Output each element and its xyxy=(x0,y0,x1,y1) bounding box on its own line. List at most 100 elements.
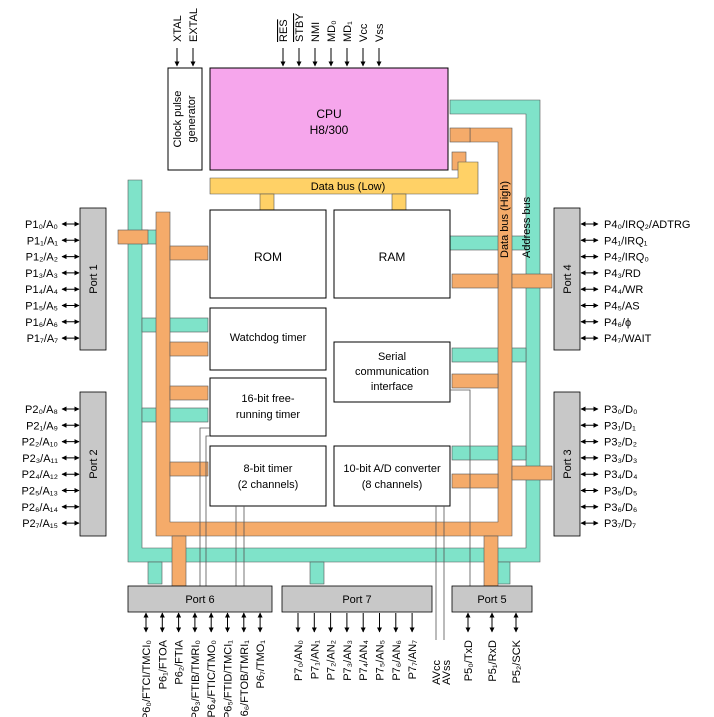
data-bus-low xyxy=(209,161,479,211)
timer8-label-1: 8-bit timer xyxy=(244,463,293,475)
address-bus-label: Address bus xyxy=(521,196,533,258)
port4-pin-label: P4₇/WAIT xyxy=(604,333,652,345)
port4-pin-label: P4₄/WR xyxy=(604,284,643,296)
port1-pin-label: P1₁/A₁ xyxy=(27,235,59,247)
port4-pin-label: P4₁/IRQ₁ xyxy=(604,235,648,247)
port3-pin-label: P3₇/D₇ xyxy=(604,518,636,530)
clock-label-1: Clock pulse xyxy=(172,91,184,148)
internal-wires xyxy=(199,389,471,640)
port6-pin-label: P6₂/FTIA xyxy=(174,639,186,684)
port6-pin-label: P6₁/FTOA xyxy=(157,639,169,689)
data-bus-high xyxy=(117,127,553,587)
stby-label: STBY xyxy=(294,13,306,42)
port7-pin-label: P7₇/AN₇ xyxy=(407,640,419,680)
rom-label: ROM xyxy=(254,250,282,264)
port2-block: Port 2 xyxy=(79,391,107,537)
nmi-label: NMI xyxy=(310,22,322,42)
port7-pin-label: P7₆/AN₆ xyxy=(391,640,403,681)
port7-pin-label: P7₁/AN₁ xyxy=(309,640,321,680)
port6-pin-label: P6₆/FTOB/TMRI₁ xyxy=(239,640,251,717)
adc-block: 10-bit A/D converter (8 channels) xyxy=(333,445,451,507)
port5-label: Port 5 xyxy=(477,594,506,606)
sci-label-1: Serial xyxy=(378,351,406,363)
port3-label: Port 3 xyxy=(562,449,574,478)
port3-pin-label: P3₀/D₀ xyxy=(604,404,638,416)
port1-label: Port 1 xyxy=(88,264,100,293)
port1-block: Port 1 xyxy=(79,207,107,351)
port2-pin-label: P2₅/A₁₃ xyxy=(22,486,58,498)
top-labels: XTAL EXTAL RES STBY NMI MD₀ MD₁ Vcc Vss xyxy=(172,8,386,42)
port6-pin-label: P6₅/FTID/TMCI₁ xyxy=(223,640,235,717)
port7-pin-label: P7₂/AN₂ xyxy=(326,640,338,680)
ram-block: RAM xyxy=(333,209,451,299)
cpu-model: H8/300 xyxy=(310,123,349,137)
res-label: RES xyxy=(278,19,290,42)
cpu-label: CPU xyxy=(316,107,341,121)
port2-pin-label: P2₄/A₁₂ xyxy=(22,469,58,481)
md1-label: MD₁ xyxy=(342,21,354,42)
port5-pin-label: P5₁/RxD xyxy=(487,640,499,682)
port3-pin-label: P3₅/D₅ xyxy=(604,486,637,498)
sci-label-2: communication xyxy=(355,366,429,378)
port6-pin-label: P6₇/TMO₁ xyxy=(255,640,267,689)
port5-pin-label: P5₂/SCK xyxy=(511,639,523,683)
port6-label: Port 6 xyxy=(185,594,214,606)
port3-pin-label: P3₂/D₂ xyxy=(604,437,637,449)
port4-pin-label: P4₃/RD xyxy=(604,268,641,280)
data-bus-high-label: Data bus (High) xyxy=(499,181,511,258)
port2-pin-label: P2₇/A₁₅ xyxy=(22,518,58,530)
port2-pin-label: P2₁/A₉ xyxy=(26,420,58,432)
watchdog-label: Watchdog timer xyxy=(230,332,307,344)
port1-pin-label: P1₄/A₄ xyxy=(25,284,58,296)
port1-pin-label: P1₀/A₀ xyxy=(25,219,58,231)
sci-label-3: interface xyxy=(371,381,413,393)
clock-pulse-generator: Clock pulse generator xyxy=(167,67,203,171)
port6-pin-label: P6₃/FTIB/TMRI₀ xyxy=(190,640,202,717)
port7-pin-label: P7₃/AN₃ xyxy=(342,640,354,681)
port2-pin-label: P2₀/A₈ xyxy=(25,404,58,416)
port4-label: Port 4 xyxy=(562,264,574,293)
port4-pin-label: P4₀/IRQ₂/ADTRG xyxy=(604,219,690,231)
port5-block: Port 5 xyxy=(451,585,533,613)
port2-pin-label: P2₂/A₁₀ xyxy=(22,437,58,449)
xtal-label: XTAL xyxy=(172,15,184,42)
frt-label-2: running timer xyxy=(236,409,301,421)
port7-pin-label: P7₄/AN₄ xyxy=(358,639,370,680)
vss-label: Vss xyxy=(374,23,386,42)
avcc-label: AVcc xyxy=(431,660,443,685)
port4-pin-label: P4₆/ϕ xyxy=(604,317,631,329)
port1-pin-label: P1₂/A₂ xyxy=(26,252,58,264)
cpu-block: CPU H8/300 xyxy=(209,67,449,171)
avss-label: AVss xyxy=(441,660,453,685)
port2-label: Port 2 xyxy=(88,449,100,478)
port7-pin-label: P7₅/AN₅ xyxy=(375,640,387,681)
port4-pin-label: P4₂/IRQ₀ xyxy=(604,252,649,264)
timer8-label-2: (2 channels) xyxy=(238,479,299,491)
top-signals xyxy=(174,48,382,67)
timer8-block: 8-bit timer (2 channels) xyxy=(209,445,327,507)
clock-label-2: generator xyxy=(186,95,198,142)
watchdog-block: Watchdog timer xyxy=(209,307,327,371)
sci-block: Serial communication interface xyxy=(333,341,451,403)
data-bus-low-label: Data bus (Low) xyxy=(311,181,386,193)
ram-label: RAM xyxy=(379,250,406,264)
port-pins: P1₀/A₀P1₁/A₁P1₂/A₂P1₃/A₃P1₄/A₄P1₅/A₅P1₆/… xyxy=(22,219,691,717)
port3-pin-label: P3₃/D₃ xyxy=(604,453,637,465)
port4-pin-label: P4₅/AS xyxy=(604,301,640,313)
port2-pin-label: P2₃/A₁₁ xyxy=(22,453,58,465)
port3-block: Port 3 xyxy=(553,391,581,537)
rom-block: ROM xyxy=(209,209,327,299)
port1-pin-label: P1₃/A₃ xyxy=(25,268,58,280)
md0-label: MD₀ xyxy=(326,20,338,42)
port6-block: Port 6 xyxy=(127,585,273,613)
port2-pin-label: P2₆/A₁₄ xyxy=(22,502,59,514)
vcc-label: Vcc xyxy=(358,23,370,42)
port6-pin-label: P6₄/FTIC/TMO₀ xyxy=(206,640,218,717)
extal-label: EXTAL xyxy=(188,8,200,42)
frt-block: 16-bit free- running timer xyxy=(209,377,327,437)
port4-block: Port 4 xyxy=(553,207,581,351)
port3-pin-label: P3₄/D₄ xyxy=(604,469,638,481)
port3-pin-label: P3₁/D₁ xyxy=(604,420,636,432)
port6-pin-label: P6₀/FTCI/TMCI₀ xyxy=(141,640,153,717)
